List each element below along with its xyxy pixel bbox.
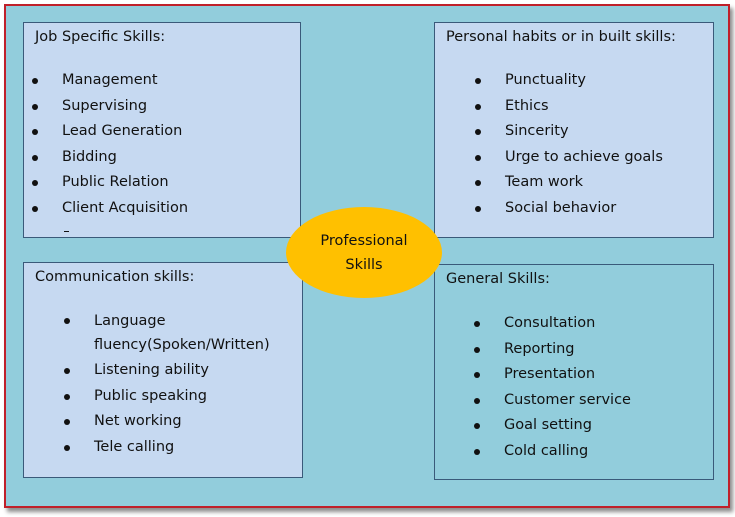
communication-skills-list: Language fluency(Spoken/Written) Listeni… <box>64 308 294 461</box>
personal-habits-title: Personal habits or in built skills: <box>446 29 676 45</box>
list-item: Bidding <box>31 145 188 171</box>
list-item: Sincerity <box>475 119 663 145</box>
general-skills-list: Consultation Reporting Presentation Cust… <box>474 311 631 465</box>
list-item: Reporting <box>474 337 631 363</box>
list-item: Management <box>31 68 188 94</box>
list-item: Consultation <box>474 311 631 337</box>
general-skills-box: General Skills: Consultation Reporting P… <box>434 264 714 480</box>
list-item: Goal setting <box>474 413 631 439</box>
list-item: Team work <box>475 170 663 196</box>
list-item: Social behavior <box>475 196 663 222</box>
personal-habits-box: Personal habits or in built skills: Punc… <box>434 22 714 238</box>
list-item: Presentation <box>474 362 631 388</box>
list-item: Public Relation <box>31 170 188 196</box>
job-specific-skills-list: Management Supervising Lead Generation B… <box>31 68 188 222</box>
communication-skills-box: Communication skills: Language fluency(S… <box>23 262 303 478</box>
list-item: Net working <box>64 409 294 435</box>
job-specific-skills-title: Job Specific Skills: <box>35 29 166 45</box>
list-item: Listening ability <box>64 358 294 384</box>
list-item: Client Acquisition <box>31 196 188 222</box>
list-item: Ethics <box>475 94 663 120</box>
list-item: Public speaking <box>64 384 294 410</box>
list-item: Lead Generation <box>31 119 188 145</box>
empty-bullet-mark <box>64 231 69 232</box>
list-item: Punctuality <box>475 68 663 94</box>
list-item: Supervising <box>31 94 188 120</box>
list-item: Cold calling <box>474 439 631 465</box>
list-item: Language fluency(Spoken/Written) <box>64 308 294 358</box>
communication-skills-title: Communication skills: <box>35 269 195 285</box>
general-skills-title: General Skills: <box>446 271 550 287</box>
professional-skills-label: Professional Skills <box>320 232 408 273</box>
list-item: Customer service <box>474 388 631 414</box>
list-item: Tele calling <box>64 435 294 461</box>
personal-habits-list: Punctuality Ethics Sincerity Urge to ach… <box>475 68 663 222</box>
list-item: Urge to achieve goals <box>475 145 663 171</box>
professional-skills-ellipse: Professional Skills <box>286 207 442 298</box>
job-specific-skills-box: Job Specific Skills: Management Supervis… <box>23 22 301 238</box>
